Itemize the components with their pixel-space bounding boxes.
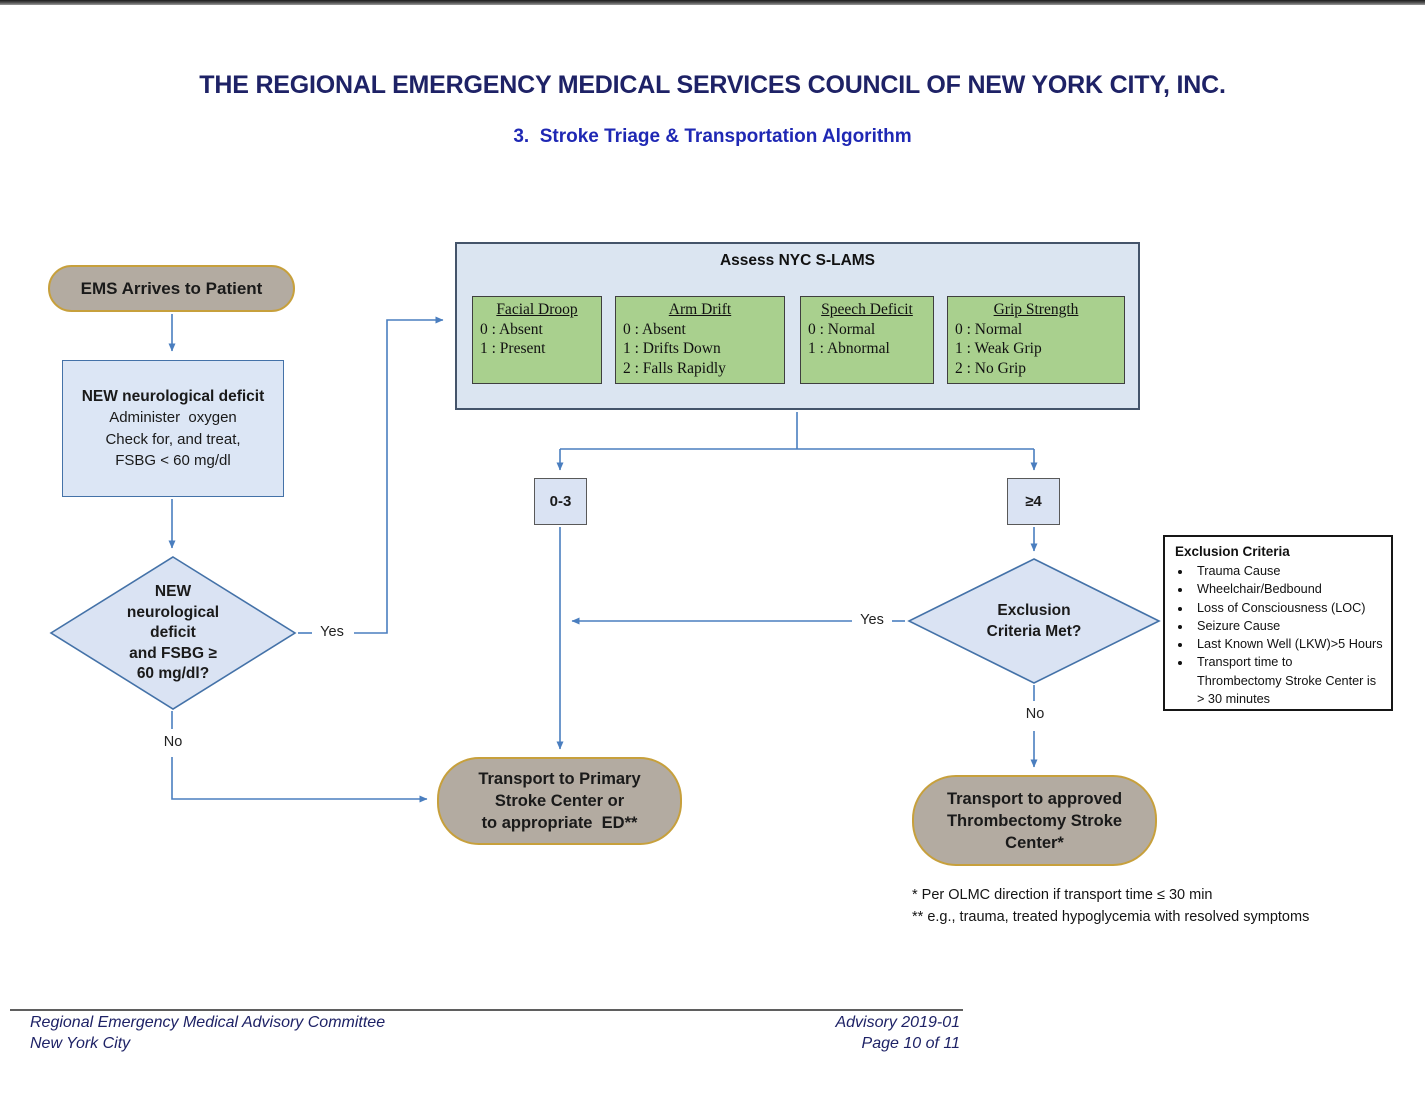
footer-organization: Regional Emergency Medical Advisory Comm… [30,1012,385,1054]
assessment-node-heading: NEW neurological deficit [81,387,265,405]
footnote-olmc: * Per OLMC direction if transport time ≤… [912,887,1213,903]
footer-org-line2: New York City [30,1035,131,1052]
slams-card-arm-drift: Arm Drift 0 : Absent 1 : Drifts Down 2 :… [615,296,785,384]
exclusion-item: Wheelchair/Bedbound [1192,580,1387,598]
exclusion-item: Trauma Cause [1192,562,1387,580]
decision-exclusion-diamond [907,558,1161,684]
score-node-4-plus: ≥4 [1007,478,1060,525]
score-node-0-3: 0-3 [534,478,587,525]
page-title: THE REGIONAL EMERGENCY MEDICAL SERVICES … [199,71,1226,99]
transport-thrombectomy-node: Transport to approved Thrombectomy Strok… [912,775,1157,866]
edge-label-no-exclusion: No [1025,706,1045,722]
decision-fsbg-label: NEW neurological deficit and FSBG ≥ 60 m… [126,583,220,682]
exclusion-item: Seizure Cause [1192,617,1387,635]
slams-card-grip-strength: Grip Strength 0 : Normal 1 : Weak Grip 2… [947,296,1125,384]
exclusion-criteria-panel: Exclusion Criteria Trauma Cause Wheelcha… [1163,535,1393,711]
footer-advisory-info: Advisory 2019-01 Page 10 of 11 [610,1012,960,1054]
assessment-node-body: Administer oxygen Check for, and treat, … [105,409,241,469]
footer-advisory-number: Advisory 2019-01 [835,1014,960,1031]
slams-card-grip-strength-title: Grip Strength [993,301,1079,318]
decision-exclusion-label: Exclusion Criteria Met? [986,602,1082,640]
slams-card-speech-deficit-title: Speech Deficit [821,301,913,318]
exclusion-criteria-list: Trauma Cause Wheelchair/Bedbound Loss of… [1175,562,1387,708]
footer-page-number: Page 10 of 11 [861,1035,960,1052]
edge-label-yes-fsbg: Yes [320,624,344,640]
window-top-border [0,0,1425,5]
exclusion-item: Transport time to Thrombectomy Stroke Ce… [1192,653,1387,708]
footer-divider [10,1009,963,1011]
slams-card-grip-strength-scores: 0 : Normal 1 : Weak Grip 2 : No Grip [955,320,1042,377]
decision-fsbg-diamond [49,556,297,710]
start-node-ems-arrives: EMS Arrives to Patient [48,265,295,312]
slams-card-facial-droop-title: Facial Droop [496,301,578,318]
edge-label-no-fsbg: No [163,734,183,750]
footnote-eg: ** e.g., trauma, treated hypoglycemia wi… [912,909,1310,925]
slams-card-arm-drift-scores: 0 : Absent 1 : Drifts Down 2 : Falls Rap… [623,320,726,377]
slams-card-facial-droop-scores: 0 : Absent 1 : Present [480,320,546,358]
page-subtitle: 3. Stroke Triage & Transportation Algori… [513,126,912,147]
footer-org-line1: Regional Emergency Medical Advisory Comm… [30,1014,386,1031]
slams-panel-title: Assess NYC S-LAMS [719,252,876,269]
edge-yes-to-slams [354,316,444,634]
edge-no-to-primary [171,757,428,803]
slams-card-speech-deficit: Speech Deficit 0 : Normal 1 : Abnormal [800,296,934,384]
footnotes: * Per OLMC direction if transport time ≤… [912,884,1309,928]
slams-card-arm-drift-title: Arm Drift [668,301,732,318]
slams-assessment-panel: Assess NYC S-LAMS Facial Droop 0 : Absen… [455,242,1140,410]
transport-primary-node: Transport to Primary Stroke Center or to… [437,757,682,845]
exclusion-item: Last Known Well (LKW)>5 Hours [1192,635,1387,653]
exclusion-criteria-title: Exclusion Criteria [1175,544,1290,559]
exclusion-item: Loss of Consciousness (LOC) [1192,599,1387,617]
slams-card-speech-deficit-scores: 0 : Normal 1 : Abnormal [808,320,890,358]
assessment-node: NEW neurological deficit Administer oxyg… [62,360,284,497]
slams-card-facial-droop: Facial Droop 0 : Absent 1 : Present [472,296,602,384]
edge-label-yes-exclusion: Yes [860,612,884,628]
